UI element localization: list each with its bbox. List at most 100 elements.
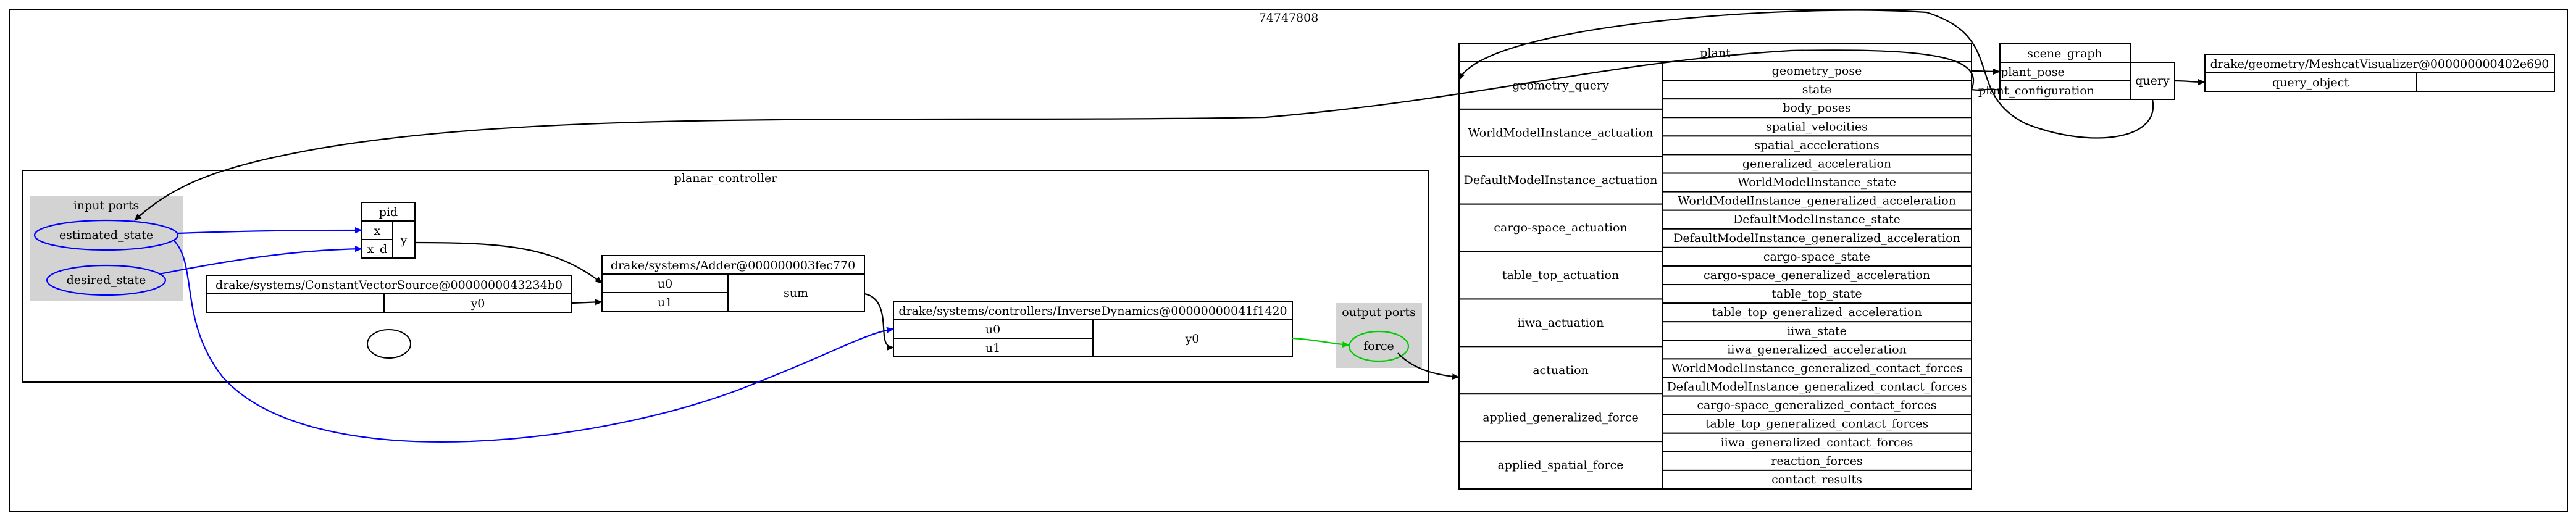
plant-output-3-cell: [1662, 117, 1972, 137]
inverse-dynamics-block: drake/systems/controllers/InverseDynamic…: [893, 301, 1293, 357]
plant-output-17: DefaultModelInstance_generalized_contact…: [1667, 380, 1967, 394]
pid-output-y: y: [400, 233, 408, 247]
edge-geometry-pose-to-scene-graph: [1971, 68, 2001, 75]
plant-input-3: cargo-space_actuation: [1494, 221, 1627, 235]
plant-output-13: table_top_generalized_acceleration: [1712, 306, 1922, 319]
plant-output-17-cell: [1662, 377, 1972, 397]
adder-block: drake/systems/Adder@000000003fec770 u0 u…: [601, 255, 865, 312]
meshcat-label: drake/geometry/MeshcatVisualizer@0000000…: [2210, 57, 2549, 71]
force-label: force: [1363, 340, 1394, 353]
plant-input-7: applied_generalized_force: [1482, 411, 1639, 425]
plant-input-8-cell: [1458, 441, 1663, 490]
input-ports-label: input ports: [73, 199, 139, 212]
diagram-title: 74747808: [1259, 11, 1319, 25]
edges: [134, 9, 2206, 443]
pid-input-xd: x_d: [367, 243, 387, 256]
edge-plant-state-to-estimated-state: [134, 49, 1975, 221]
plant-output-6: WorldModelInstance_state: [1738, 176, 1896, 190]
inverse-dynamics-label: drake/systems/controllers/InverseDynamic…: [898, 304, 1287, 318]
plant-output-2-cell: [1662, 98, 1972, 119]
scene-graph-output-query: query: [2135, 74, 2170, 88]
empty-node: [367, 329, 411, 359]
edge-constant-source-to-adder: [571, 299, 603, 306]
plant-input-0-cell: [1458, 61, 1663, 110]
plant-output-8-cell: [1662, 209, 1972, 230]
plant-output-11: cargo-space_generalized_acceleration: [1704, 269, 1930, 282]
meshcat-input-query-object: query_object: [2272, 76, 2349, 90]
plant-output-21-cell: [1662, 451, 1972, 471]
estimated-state-port[interactable]: [33, 219, 179, 251]
plant-output-5: generalized_acceleration: [1742, 157, 1891, 170]
plant-input-2-cell: [1458, 156, 1663, 205]
meshcat-visualizer-block: drake/geometry/MeshcatVisualizer@0000000…: [2204, 54, 2555, 92]
scene-graph-input-plant-configuration: plant_configuration: [1978, 84, 2094, 98]
plant-output-16: WorldModelInstance_generalized_contact_f…: [1671, 361, 1962, 375]
plant-output-19: table_top_generalized_contact_forces: [1705, 417, 1928, 431]
plant-output-18: cargo-space_generalized_contact_forces: [1697, 399, 1936, 412]
pid-label: pid: [379, 206, 398, 219]
planar-controller-label: planar_controller: [674, 172, 778, 185]
adder-input-u0: u0: [658, 277, 672, 291]
plant-output-9: DefaultModelInstance_generalized_acceler…: [1673, 231, 1960, 245]
plant-block: plant geometry_queryWorldModelInstance_a…: [1458, 43, 1972, 490]
plant-input-4: table_top_actuation: [1502, 269, 1619, 282]
plant-input-3-cell: [1458, 203, 1663, 252]
edge-desired-state-to-pid: [159, 246, 362, 275]
plant-output-19-cell: [1662, 414, 1972, 434]
edge-estimated-state-to-pid: [177, 227, 362, 235]
scene-graph-input-plant-pose: plant_pose: [2001, 65, 2065, 79]
edge-inverse-dynamics-to-force: [1292, 337, 1350, 348]
plant-output-20-cell: [1662, 432, 1972, 452]
scene-graph-block: scene_graph plant_pose plant_configurati…: [1978, 43, 2175, 100]
input-ports-group: [30, 196, 183, 301]
plant-output-5-cell: [1662, 154, 1972, 174]
plant-output-11-cell: [1662, 265, 1972, 286]
plant-input-6: actuation: [1533, 364, 1589, 377]
plant-output-10: cargo-space_state: [1763, 250, 1870, 264]
edge-scene-graph-to-geometry-query: [1458, 9, 2154, 139]
edge-estimated-state-to-inverse-dynamics: [174, 240, 894, 443]
output-ports-group: [1336, 303, 1422, 368]
constant-source-label: drake/systems/ConstantVectorSource@00000…: [215, 278, 562, 292]
plant-output-3: spatial_velocities: [1766, 120, 1868, 133]
plant-output-15-cell: [1662, 340, 1972, 360]
plant-output-0: geometry_pose: [1772, 64, 1862, 78]
edge-force-to-plant-actuation: [1397, 352, 1460, 380]
plant-output-8: DefaultModelInstance_state: [1733, 213, 1901, 227]
desired-state-port[interactable]: [46, 264, 167, 296]
plant-inputs: geometry_queryWorldModelInstance_actuati…: [1458, 61, 1663, 490]
plant-output-7: WorldModelInstance_generalized_accelerat…: [1678, 194, 1956, 208]
plant-output-4: spatial_accelerations: [1754, 138, 1880, 152]
plant-input-2: DefaultModelInstance_actuation: [1464, 173, 1658, 187]
pid-block: pid x x_d y: [361, 202, 416, 259]
estimated-state-label: estimated_state: [59, 228, 153, 242]
plant-output-9-cell: [1662, 228, 1972, 248]
plant-output-14: iiwa_state: [1787, 324, 1847, 338]
adder-label: drake/systems/Adder@000000003fec770: [611, 259, 855, 272]
plant-input-1: WorldModelInstance_actuation: [1468, 126, 1653, 140]
plant-input-8: applied_spatial_force: [1497, 459, 1623, 472]
plant-output-1: state: [1802, 83, 1832, 96]
plant-input-5: iiwa_actuation: [1518, 316, 1604, 330]
edge-scene-graph-to-meshcat: [2174, 78, 2206, 85]
edge-pid-to-adder: [414, 241, 603, 284]
plant-output-12: table_top_state: [1771, 287, 1862, 301]
inverse-dynamics-output-y0: y0: [1185, 332, 1200, 346]
plant-input-6-cell: [1458, 346, 1663, 395]
plant-output-14-cell: [1662, 321, 1972, 341]
plant-output-20: iiwa_generalized_contact_forces: [1721, 436, 1913, 449]
plant-output-21: reaction_forces: [1771, 454, 1862, 468]
plant-output-18-cell: [1662, 395, 1972, 415]
desired-state-label: desired_state: [67, 273, 146, 287]
plant-input-1-cell: [1458, 108, 1663, 157]
plant-output-2: body_poses: [1783, 101, 1850, 115]
pid-input-x: x: [374, 224, 381, 238]
inverse-dynamics-input-u1: u1: [985, 341, 1000, 355]
constant-source-output: y0: [470, 297, 485, 311]
scene-graph-label: scene_graph: [2027, 47, 2102, 60]
plant-output-22: contact_results: [1771, 473, 1862, 486]
edge-adder-to-inverse-dynamics: [864, 293, 894, 351]
inverse-dynamics-input-u0: u0: [985, 323, 1000, 336]
